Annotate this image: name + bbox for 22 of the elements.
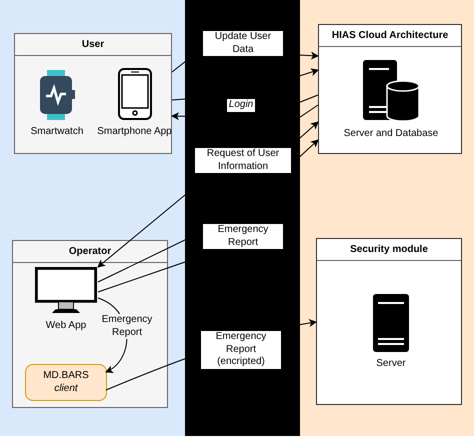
container-title: HIAS Cloud Architecture	[332, 29, 448, 43]
edge-label: Update User Data	[203, 31, 283, 56]
arrow	[172, 68, 319, 100]
container-box	[316, 238, 462, 405]
container-box	[318, 24, 462, 154]
container-box	[14, 33, 172, 154]
arrow	[171, 94, 318, 120]
edge-label: Emergency Report	[203, 224, 283, 249]
container-title: User	[82, 38, 104, 52]
edge-label: Request of User Information	[195, 148, 291, 173]
icon-label: Web App	[46, 319, 86, 333]
icon-label: Server	[376, 357, 406, 371]
client-name: MD.BARS	[43, 370, 89, 382]
container-title: Security module	[350, 243, 428, 257]
client-subtitle: client	[54, 382, 78, 395]
icon-label: Server and Database	[344, 127, 438, 141]
edge-label: Emergency Report (encripted)	[201, 331, 281, 368]
container-box	[12, 240, 168, 408]
icon-label: Smartwatch	[30, 125, 84, 139]
edge-label: Login	[226, 99, 256, 112]
container-title: Operator	[68, 245, 112, 259]
client-box	[25, 364, 107, 401]
